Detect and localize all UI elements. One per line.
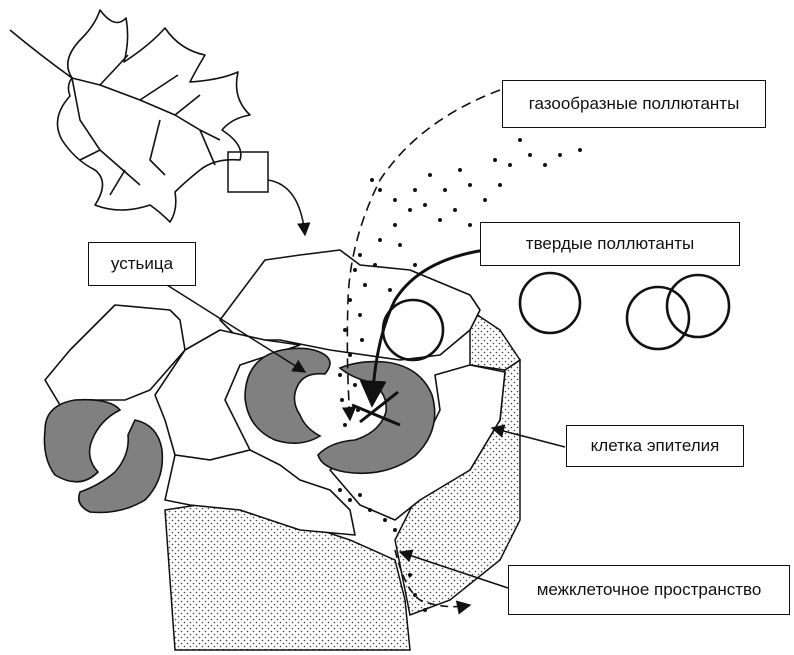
leaf-drawing: [10, 10, 250, 222]
label-intercellular-space: межклеточное пространство: [508, 565, 790, 615]
solid-particle-2: [520, 273, 580, 333]
solid-particle-3: [627, 287, 689, 349]
guard-cell-left: [245, 348, 330, 443]
label-solid-pollutants: твердые поллютанты: [480, 222, 740, 266]
label-stoma: устьица: [88, 242, 196, 286]
distant-guard-cell-upper: [44, 400, 120, 482]
zoom-box: [228, 152, 268, 192]
corner-cell: [470, 310, 520, 370]
zoom-arrow: [268, 180, 305, 235]
label-gaseous-pollutants: газообразные поллютанты: [502, 80, 766, 128]
label-epithelial-cell: клетка эпителия: [566, 425, 744, 467]
solid-particle-4: [667, 275, 729, 337]
